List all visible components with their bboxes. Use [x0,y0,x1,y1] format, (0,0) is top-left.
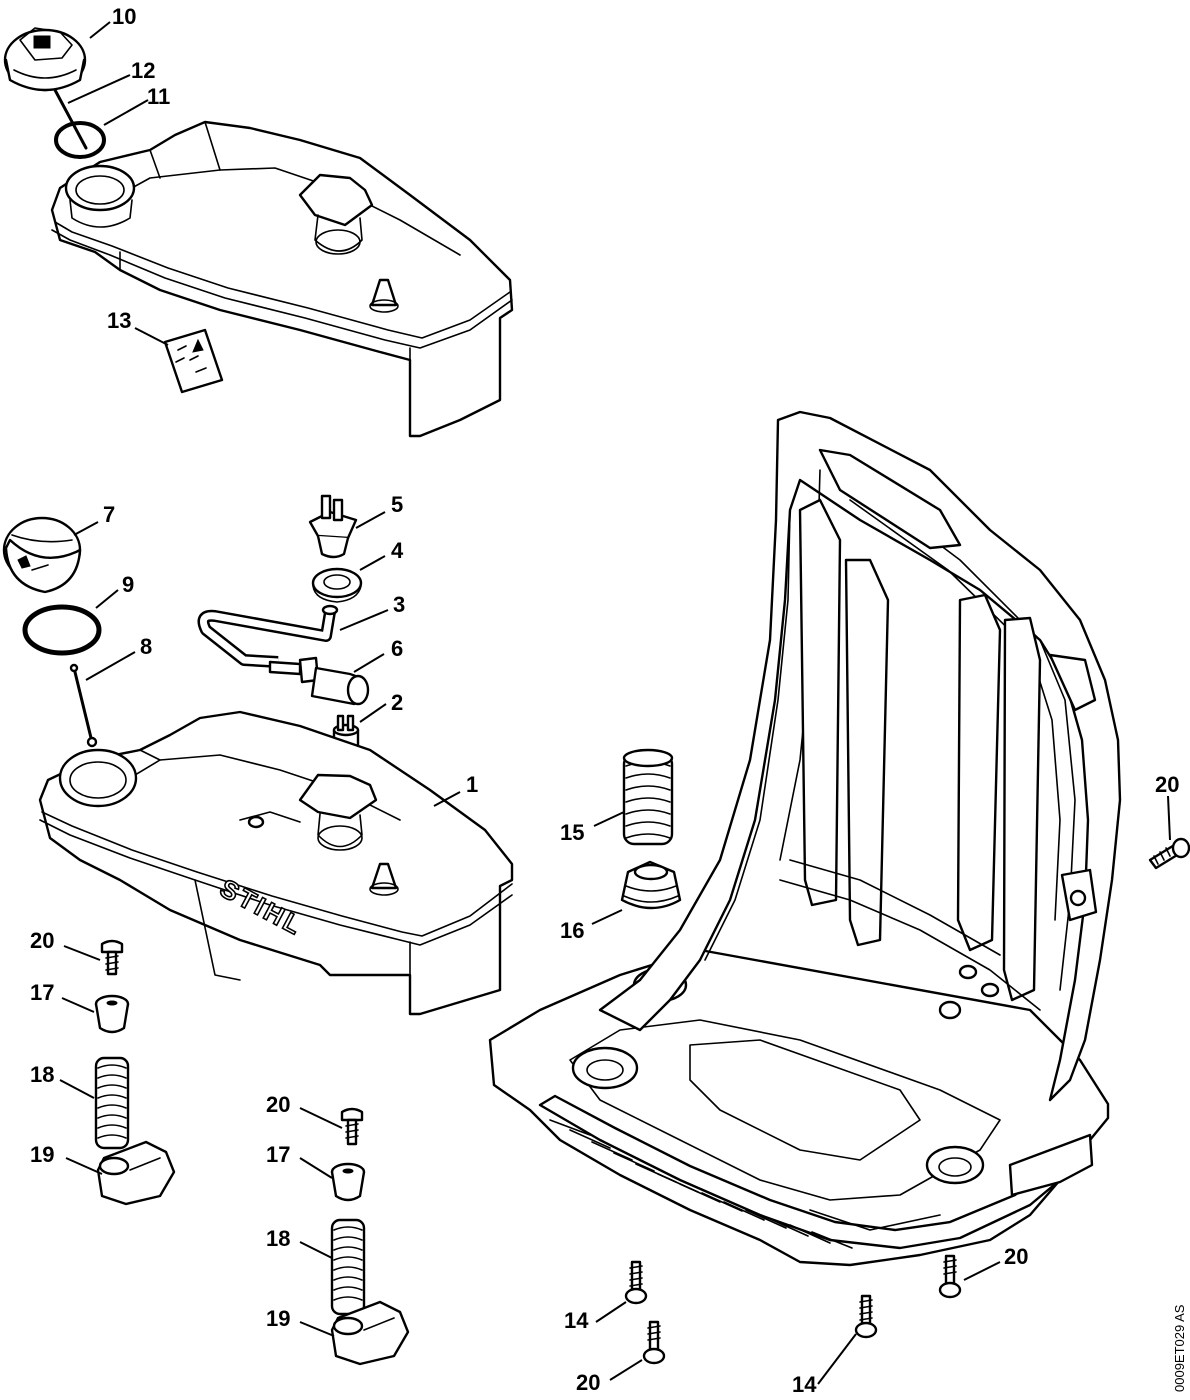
screw-14-left [624,1260,648,1305]
o-ring-9 [22,604,102,656]
callout-3: 3 [393,592,405,617]
fuel-tank-1: STIHL [38,710,514,1016]
callout-2: 2 [391,690,403,715]
drawing-reference-code: 0009ET029 AS [1172,1304,1187,1392]
bushing-17-left-upper [94,994,130,1034]
spring-18-left-upper [94,1056,130,1150]
callouts: 10 12 11 13 7 9 8 5 4 3 6 2 1 15 16 20 2… [30,4,1179,1397]
callout-7: 7 [103,502,115,527]
screw-20-left-upper [100,939,124,976]
tether-12 [53,88,88,150]
callout-10: 10 [112,4,136,29]
mount-19-left-lower [330,1300,410,1366]
callout-11: 11 [147,84,170,109]
callout-17-left-lower: 17 [266,1142,290,1167]
callout-17-left-upper: 17 [30,980,54,1005]
callout-14-left: 14 [564,1308,589,1333]
valve-5 [308,494,358,559]
back-plate-frame [488,410,1122,1267]
callout-20-right: 20 [1155,772,1179,797]
callout-12: 12 [131,58,155,83]
fuel-filter-6 [268,656,370,706]
grommet-4 [311,567,363,603]
spring-15 [622,748,674,846]
filter-pickup-8 [69,663,98,748]
buffer-16 [620,860,682,910]
callout-18-left-upper: 18 [30,1062,54,1087]
callout-20-left-upper: 20 [30,928,54,953]
callout-13: 13 [107,308,131,333]
callout-8: 8 [140,634,152,659]
fuel-hose-3 [197,604,339,668]
screw-20-bottom-left [642,1320,666,1365]
o-ring-11 [54,121,106,159]
fuel-cap-10 [3,27,87,92]
callout-20-bottom-right: 20 [1004,1244,1028,1269]
upper-tank-body [50,120,514,438]
callout-6: 6 [391,636,403,661]
callout-18-left-lower: 18 [266,1226,290,1251]
screw-20-left-lower [340,1107,364,1146]
callout-16: 16 [560,918,584,943]
callout-5: 5 [391,492,403,517]
callout-9: 9 [122,572,134,597]
mount-19-left-upper [96,1140,176,1206]
callout-19-left-lower: 19 [266,1306,290,1331]
spring-18-left-lower [330,1218,366,1316]
warning-label-13 [163,328,224,394]
fuel-cap-7 [2,516,82,594]
screw-14-right [854,1294,878,1339]
tread-ribs [549,1119,853,1249]
callout-20-left-lower: 20 [266,1092,290,1117]
callout-15: 15 [560,820,584,845]
screw-20-right [1148,837,1190,870]
bushing-17-left-lower [330,1162,366,1202]
callout-4: 4 [391,538,404,563]
callout-1: 1 [466,772,478,797]
callout-19-left-upper: 19 [30,1142,54,1167]
callout-20-bottom-left: 20 [576,1370,600,1395]
screw-20-bottom-right [938,1254,962,1299]
upper-tank-assembly [50,120,514,438]
callout-14-right: 14 [792,1372,817,1397]
